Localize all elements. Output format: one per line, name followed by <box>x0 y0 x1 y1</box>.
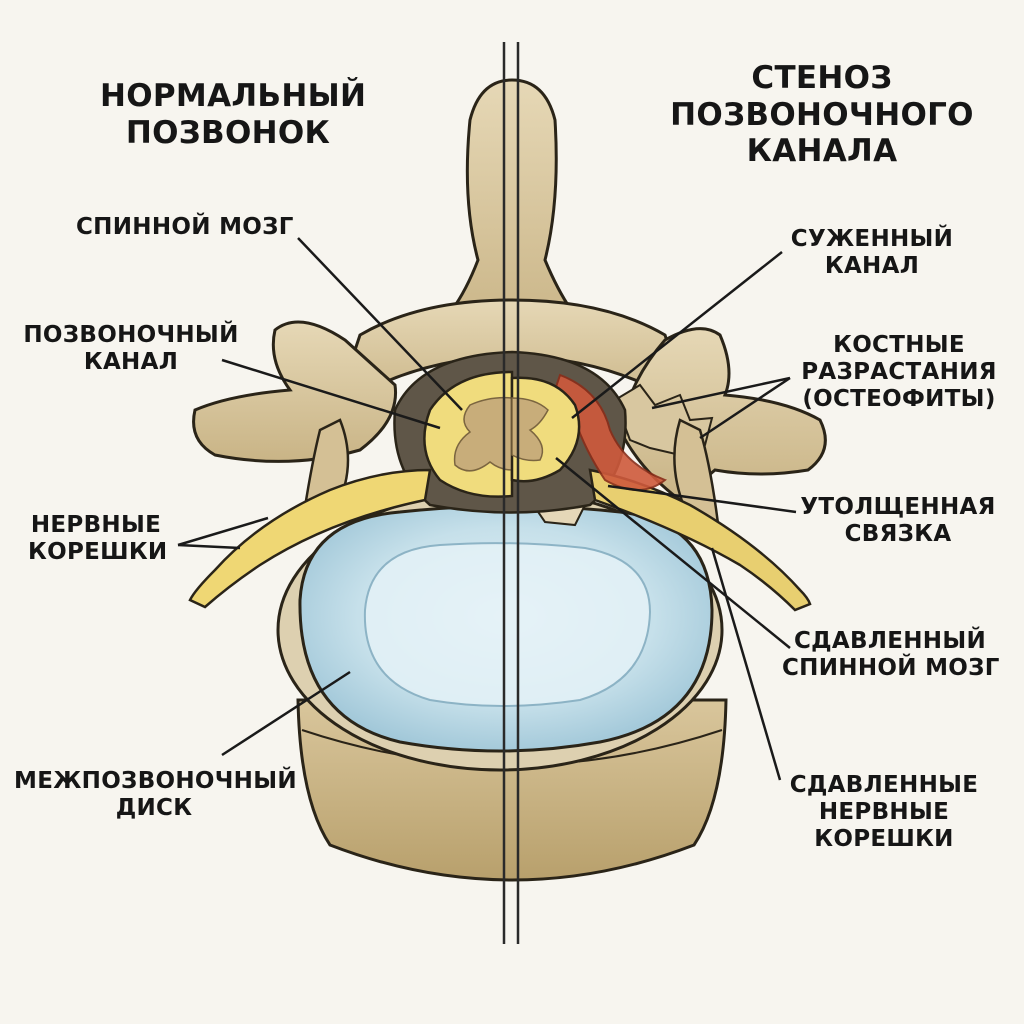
leader-spinal-canal <box>221 358 441 430</box>
leader-compressed-roots <box>710 547 782 781</box>
leader-narrowed-canal <box>571 251 783 419</box>
label-spinal-canal-line-1: Позвоночный <box>23 322 239 348</box>
leader-ligament <box>607 484 797 514</box>
label-intervertebral-disc: Межпозвоночный диск <box>14 768 297 822</box>
label-spinal-cord-line-1: Спинной мозг <box>76 214 294 240</box>
title-normal-line-1: Нормальный <box>100 78 367 114</box>
leader-nerve-root-1 <box>177 516 269 547</box>
label-compressed-roots: Сдавленные нервные корешки <box>786 772 982 853</box>
label-spinal-cord: Спинной мозг <box>76 214 294 241</box>
label-osteophytes: Костные разрастания (остеофиты) <box>790 332 1008 413</box>
leader-nerve-root-2 <box>177 543 241 550</box>
compressed-cord-grey-matter <box>511 397 549 462</box>
leader-disc <box>221 670 351 757</box>
leader-compressed-cord <box>555 457 791 649</box>
label-compressed-cord-line-2: спинной мозг <box>782 655 1000 682</box>
label-ligament-line-1: Утолщенная <box>800 494 996 520</box>
label-compressed-cord-line-1: Сдавленный <box>793 628 987 654</box>
label-narrowed-canal-line-1: Суженный <box>790 226 954 252</box>
label-compressed-roots-line-3: корешки <box>814 826 954 853</box>
label-compressed-roots-line-2: нервные <box>818 799 950 826</box>
spinal-cord-grey-matter <box>453 396 513 472</box>
label-osteophytes-line-3: (остеофиты) <box>802 386 996 413</box>
label-spinal-canal-line-2: канал <box>83 349 179 376</box>
disc-nucleus <box>363 542 652 707</box>
label-osteophytes-line-2: разрастания <box>801 359 997 386</box>
label-compressed-roots-line-1: Сдавленные <box>789 772 979 798</box>
label-nerve-roots: Нервные корешки <box>28 512 168 566</box>
leader-osteophytes-1 <box>651 376 791 410</box>
label-nerve-roots-line-2: корешки <box>28 539 168 566</box>
label-disc-line-1: Межпозвоночный <box>14 768 297 794</box>
label-narrowed-canal-line-2: канал <box>824 253 920 280</box>
title-spinal-stenosis: Стеноз позвоночного канала <box>662 60 982 170</box>
label-osteophytes-line-1: Костные <box>833 332 965 358</box>
label-ligament-line-2: связка <box>844 521 952 548</box>
title-stenosis-line-3: канала <box>746 133 898 170</box>
title-stenosis-line-2: позвоночного <box>670 96 974 133</box>
label-compressed-cord: Сдавленный спинной мозг <box>782 628 1000 682</box>
label-nerve-roots-line-1: Нервные <box>30 512 162 538</box>
left-transverse-process <box>192 320 398 463</box>
leader-spinal-cord <box>297 237 463 411</box>
label-thickened-ligament: Утолщенная связка <box>798 494 998 548</box>
title-stenosis-line-1: Стеноз <box>751 60 893 96</box>
title-normal-vertebra: Нормальный позвонок <box>100 78 367 151</box>
label-spinal-canal: Позвоночный канал <box>22 322 240 376</box>
title-normal-line-2: позвонок <box>125 114 331 151</box>
left-nerve-root <box>188 468 432 609</box>
spinous-process <box>414 78 605 342</box>
label-narrowed-canal: Суженный канал <box>782 226 962 280</box>
right-nerve-root <box>588 468 812 612</box>
label-disc-line-2: диск <box>115 795 193 822</box>
leader-osteophytes-2 <box>699 376 791 440</box>
leader-lines <box>177 237 797 781</box>
